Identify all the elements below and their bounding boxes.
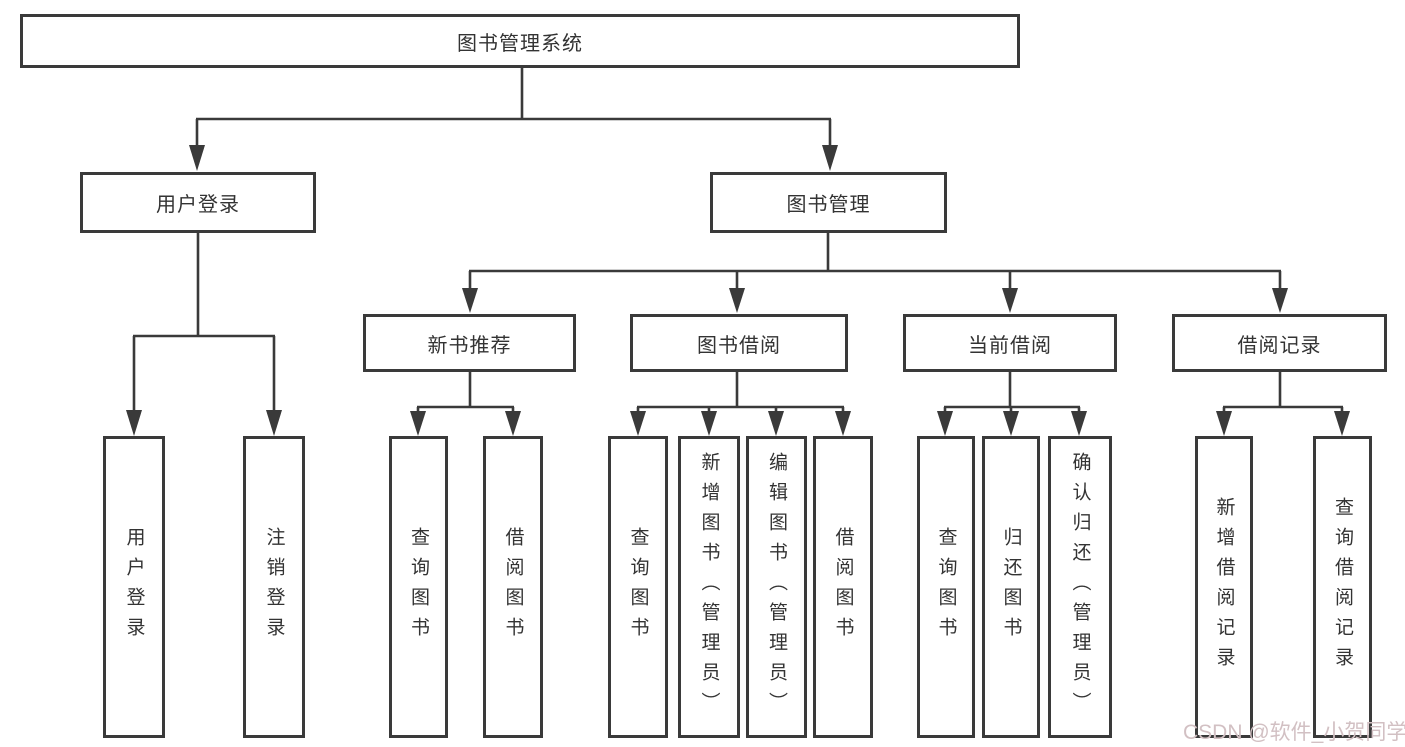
leaf-label: 查询借阅记录 xyxy=(1332,497,1353,677)
node-label: 用户登录 xyxy=(156,194,240,216)
leaf-confirm-return-admin: 确认归还（管理员） xyxy=(1048,436,1112,738)
leaf-label: 新增图书（管理员） xyxy=(698,452,720,722)
node-label: 图书管理系统 xyxy=(457,32,583,55)
leaf-query-borrow-record: 查询借阅记录 xyxy=(1313,436,1372,738)
node-book-management: 图书管理 xyxy=(710,172,947,233)
node-label: 借阅记录 xyxy=(1237,334,1322,357)
leaf-add-books-admin: 新增图书（管理员） xyxy=(678,436,740,738)
leaf-label: 编辑图书（管理员） xyxy=(766,452,787,722)
leaf-label: 用户登录 xyxy=(123,527,145,647)
arrowheads xyxy=(126,145,1350,436)
watermark: CSDN @软件_小贺同学 xyxy=(1183,721,1405,744)
node-current-borrowing: 当前借阅 xyxy=(903,314,1117,372)
node-new-book-recommendation: 新书推荐 xyxy=(363,314,576,372)
node-label: 图书借阅 xyxy=(697,334,781,357)
leaf-label: 查询图书 xyxy=(408,527,429,647)
leaf-query-books: 查询图书 xyxy=(917,436,975,738)
leaf-logout: 注销登录 xyxy=(243,436,305,738)
leaf-user-login: 用户登录 xyxy=(103,436,165,738)
leaf-label: 确认归还（管理员） xyxy=(1069,452,1091,722)
leaf-label: 新增借阅记录 xyxy=(1213,497,1235,677)
leaf-label: 归还图书 xyxy=(1000,527,1022,647)
leaf-label: 查询图书 xyxy=(627,527,649,647)
connector-paths xyxy=(132,68,1344,415)
leaf-label: 查询图书 xyxy=(935,527,957,647)
node-label: 新书推荐 xyxy=(427,334,512,357)
leaf-borrow-books: 借阅图书 xyxy=(483,436,543,738)
leaf-label: 注销登录 xyxy=(263,527,285,647)
leaf-borrow-books: 借阅图书 xyxy=(813,436,873,738)
node-library-management-system: 图书管理系统 xyxy=(20,14,1020,68)
leaf-label: 借阅图书 xyxy=(832,527,854,647)
leaf-return-books: 归还图书 xyxy=(982,436,1040,738)
node-label: 当前借阅 xyxy=(968,334,1052,357)
leaf-query-books: 查询图书 xyxy=(389,436,448,738)
node-user-login: 用户登录 xyxy=(80,172,316,233)
leaf-query-books: 查询图书 xyxy=(608,436,668,738)
node-book-borrowing: 图书借阅 xyxy=(630,314,848,372)
node-borrowing-records: 借阅记录 xyxy=(1172,314,1387,372)
leaf-add-borrow-record: 新增借阅记录 xyxy=(1195,436,1253,738)
node-label: 图书管理 xyxy=(786,194,871,216)
leaf-label: 借阅图书 xyxy=(502,527,524,647)
leaf-edit-books-admin: 编辑图书（管理员） xyxy=(746,436,807,738)
